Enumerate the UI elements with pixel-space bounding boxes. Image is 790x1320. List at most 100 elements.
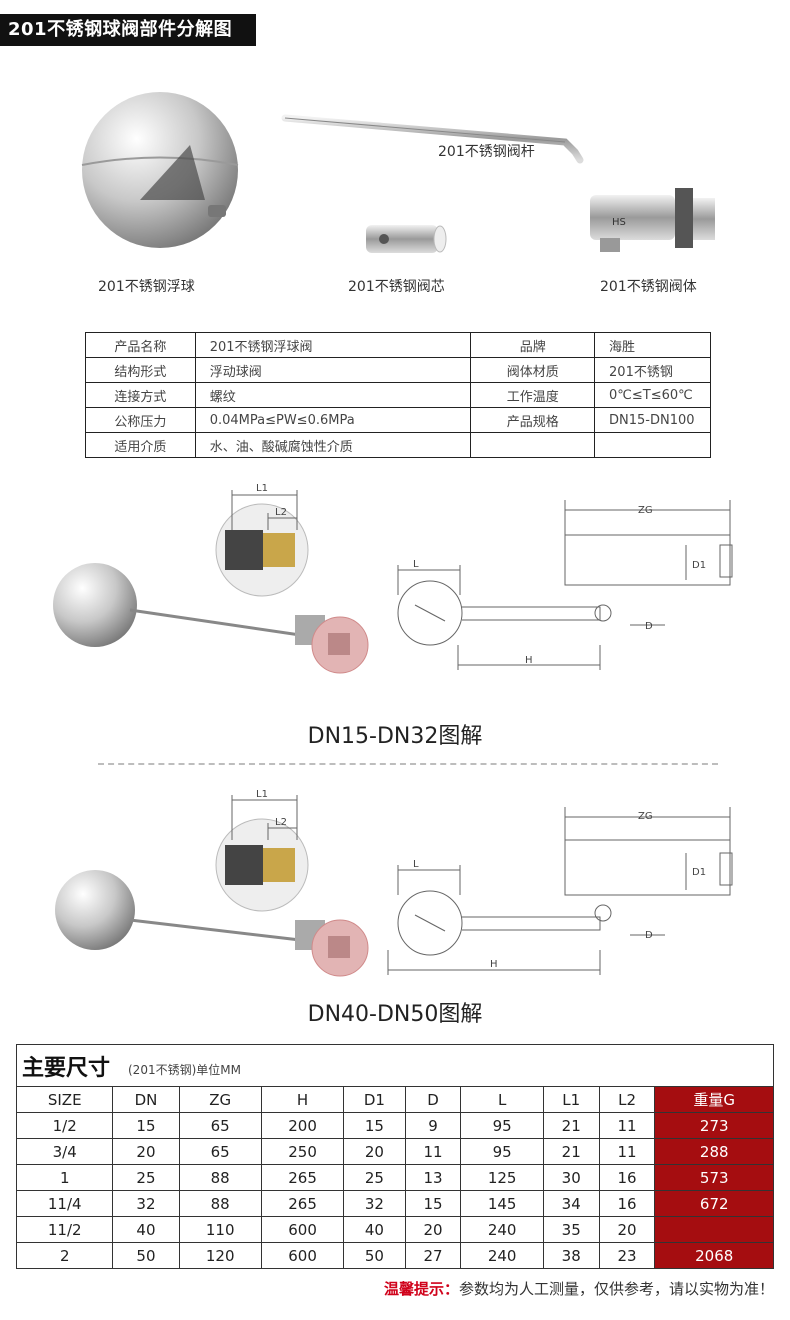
table-cell: 23	[598, 1242, 656, 1269]
table-cell: 265	[260, 1190, 345, 1217]
table-cell	[654, 1216, 774, 1243]
table-cell: 250	[260, 1138, 345, 1165]
table-cell: 273	[654, 1112, 774, 1139]
dimensions-subtitle: (201不锈钢)单位MM	[128, 1063, 241, 1077]
table-cell: 11/4	[15, 1190, 114, 1217]
table-cell: 16	[598, 1164, 656, 1191]
spec-key: 阀体材质	[470, 357, 596, 383]
label-l1: L1	[256, 483, 268, 494]
table-cell: 2	[15, 1242, 114, 1269]
valve-body-photo: HS	[590, 188, 715, 252]
column-header: DN	[112, 1086, 180, 1113]
table-cell: 672	[654, 1190, 774, 1217]
table-cell: 88	[178, 1190, 262, 1217]
table-cell: 15	[343, 1112, 406, 1139]
table-cell: 2068	[654, 1242, 774, 1269]
table-cell: 20	[404, 1216, 462, 1243]
table-cell: 50	[112, 1242, 180, 1269]
dimensions-title: 主要尺寸	[22, 1056, 111, 1081]
table-cell: 600	[260, 1242, 345, 1269]
page-title: 201不锈钢球阀部件分解图	[0, 14, 256, 46]
column-header: L2	[598, 1086, 656, 1113]
table-cell: 600	[260, 1216, 345, 1243]
table-cell: 95	[460, 1112, 544, 1139]
table-cell: 573	[654, 1164, 774, 1191]
column-header: H	[260, 1086, 345, 1113]
dimension-lines-l1-l2	[231, 490, 298, 530]
table-cell: 35	[542, 1216, 600, 1243]
table-cell: 200	[260, 1112, 345, 1139]
table-cell: 3/4	[15, 1138, 114, 1165]
warning-label: 温馨提示：	[383, 1280, 459, 1298]
dimensions-title-box	[16, 1044, 774, 1086]
table-cell: 25	[343, 1164, 406, 1191]
table-cell: 125	[460, 1164, 544, 1191]
table-cell: 50	[343, 1242, 406, 1269]
spec-value: DN15-DN100	[594, 407, 711, 433]
spec-key: 工作温度	[470, 382, 596, 408]
table-cell: 65	[178, 1138, 262, 1165]
label-l1: L1	[256, 789, 268, 800]
spec-value: 螺纹	[194, 382, 472, 408]
table-cell: 16	[598, 1190, 656, 1217]
spec-key: 结构形式	[85, 357, 196, 383]
table-cell: 34	[542, 1190, 600, 1217]
table-cell: 15	[112, 1112, 180, 1139]
float-assembly-photo	[53, 503, 369, 674]
diagram-dn40-dn50: L1 L2 L ZG D1 D H	[55, 789, 733, 977]
body-label: 201不锈钢阀体	[600, 279, 697, 295]
table-cell: 15	[404, 1190, 462, 1217]
spec-key: 适用介质	[85, 432, 196, 458]
table-cell: 20	[343, 1138, 406, 1165]
dimension-lines-l1-l2	[231, 795, 298, 840]
spec-key: 产品规格	[470, 407, 596, 433]
column-header: SIZE	[15, 1086, 114, 1113]
spec-row: 适用介质水、油、酸碱腐蚀性介质	[85, 432, 711, 458]
table-cell: 9	[404, 1112, 462, 1139]
parts-illustration: HS	[81, 92, 715, 253]
spec-key: 产品名称	[85, 332, 196, 358]
float-assembly-photo	[55, 818, 369, 977]
table-cell: 265	[260, 1164, 345, 1191]
table-cell: 11	[598, 1112, 656, 1139]
warning-text: 参数均为人工测量，仅供参考，请以实物为准！	[458, 1280, 774, 1298]
spec-value: 0℃≤T≤60℃	[594, 382, 711, 408]
spec-key	[470, 432, 596, 458]
column-header: D1	[343, 1086, 406, 1113]
valve-section-drawing	[397, 500, 733, 670]
table-cell: 25	[112, 1164, 180, 1191]
table-cell: 32	[112, 1190, 180, 1217]
label-zg: ZG	[638, 505, 653, 516]
core-label: 201不锈钢阀芯	[348, 279, 445, 295]
body-stamp: HS	[612, 217, 626, 228]
table-cell: 40	[343, 1216, 406, 1243]
table-cell: 13	[404, 1164, 462, 1191]
label-h: H	[490, 959, 498, 970]
spec-value: 海胜	[594, 332, 711, 358]
table-cell: 240	[460, 1242, 544, 1269]
ball-label: 201不锈钢浮球	[98, 279, 195, 295]
spec-key: 品牌	[470, 332, 596, 358]
table-cell: 65	[178, 1112, 262, 1139]
table-cell: 21	[542, 1138, 600, 1165]
label-d1: D1	[692, 867, 706, 878]
label-d1: D1	[692, 560, 706, 571]
float-ball-photo	[81, 92, 239, 248]
spec-value: 浮动球阀	[194, 357, 472, 383]
spec-value: 水、油、酸碱腐蚀性介质	[194, 432, 472, 458]
label-d: D	[645, 930, 653, 941]
table-cell: 32	[343, 1190, 406, 1217]
caption-dn15-dn32: DN15-DN32图解	[307, 724, 483, 749]
table-cell: 288	[654, 1138, 774, 1165]
spec-value: 201不锈钢浮球阀	[194, 332, 472, 358]
table-cell: 120	[178, 1242, 262, 1269]
